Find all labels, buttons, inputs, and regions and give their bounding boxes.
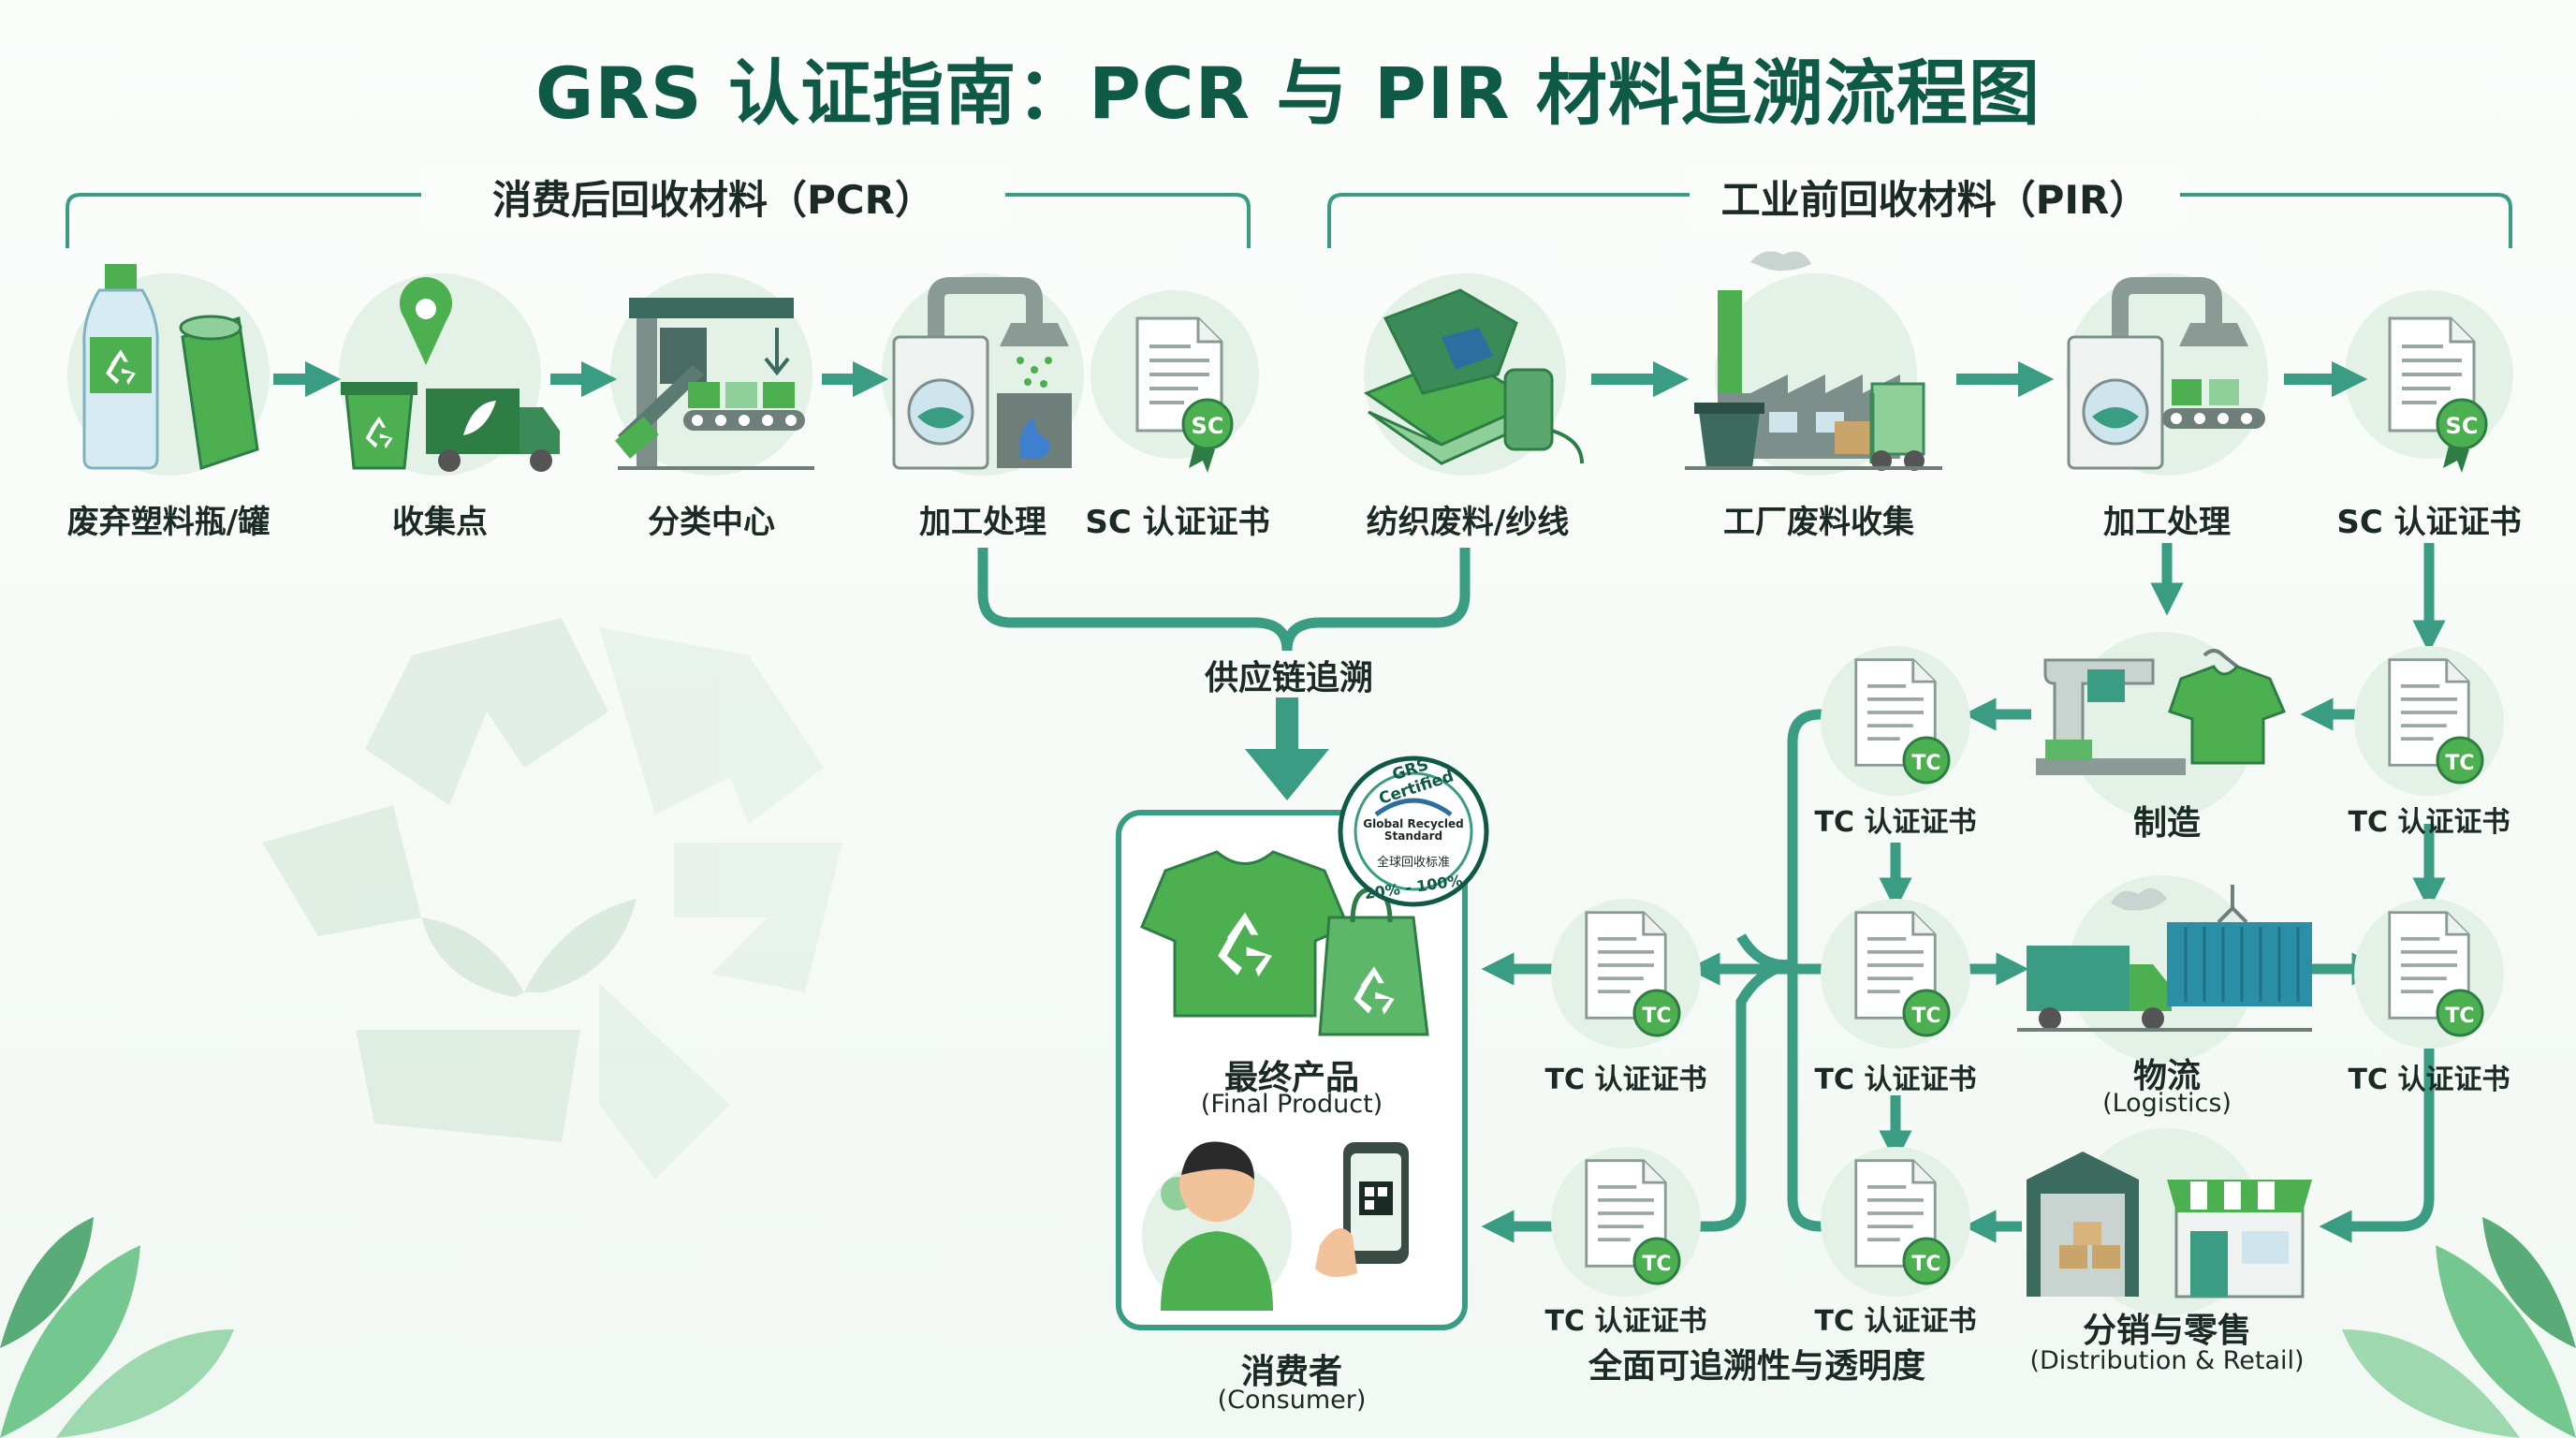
warehouse-store-icon <box>2027 1128 2312 1315</box>
svg-text:TC: TC <box>1642 1005 1671 1028</box>
plastic-bottle-icon <box>67 264 270 476</box>
pir-sc-certificate-icon: SC <box>2345 290 2513 473</box>
tc-cert-manufacturing-right: TC <box>2354 646 2504 796</box>
sewing-machine-icon <box>2036 632 2287 819</box>
pcr-step-collection-label: 收集点 <box>392 504 488 541</box>
tc-cert-manufacturing-left: TC <box>1821 646 1970 796</box>
tc-cert-final-upper: TC <box>1551 899 1701 1049</box>
pcr-step-processing-label: 加工处理 <box>919 504 1046 541</box>
supply-chain-label: 供应链追溯 <box>1204 659 1374 697</box>
pir-processing-icon <box>2066 273 2268 476</box>
logistics-label: 物流 <box>2132 1057 2202 1095</box>
logistics-truck-icon <box>2017 875 2312 1063</box>
logistics-sub: (Logistics) <box>2102 1089 2232 1118</box>
factory-icon <box>1685 251 1942 476</box>
svg-text:TC: TC <box>1911 752 1940 775</box>
distribution-label: 分销与零售 <box>2082 1312 2252 1350</box>
tc-cert-logistics-right: TC <box>2354 899 2504 1049</box>
transparency-label: 全面可追溯性与透明度 <box>1588 1347 1926 1386</box>
leaf-decoration-left-icon <box>0 1217 234 1438</box>
pir-section-label: 工业前回收材料（PIR） <box>1690 169 2180 226</box>
svg-text:TC: TC <box>1642 1253 1671 1276</box>
tc-label-logistics-right: TC 认证证书 <box>2348 1064 2510 1096</box>
grs-certified-badge <box>1338 756 1489 907</box>
pcr-step-sc-label: SC 认证证书 <box>1085 504 1270 541</box>
tc-cert-distribution-left: TC <box>1821 1147 1970 1297</box>
pir-step-factory-label: 工厂废料收集 <box>1723 504 1914 541</box>
svg-text:TC: TC <box>1911 1005 1940 1028</box>
badge-line3: 全球回收标准 <box>1376 856 1450 870</box>
processing-machine-icon <box>882 273 1084 476</box>
recycle-watermark-icon <box>262 618 842 1180</box>
tc-cert-logistics-left: TC <box>1821 899 1970 1049</box>
pcr-section-label: 消费后回收材料（PCR） <box>421 169 1005 226</box>
pcr-step-sorting-label: 分类中心 <box>648 504 775 541</box>
pir-step-sc-label: SC 认证证书 <box>2336 504 2522 541</box>
green-tshirt-icon <box>1140 850 1350 1018</box>
tc-label-logistics-left: TC 认证证书 <box>1814 1064 1977 1096</box>
sc-seal-text: SC <box>1192 413 1224 439</box>
distribution-sub: (Distribution & Retail) <box>2029 1346 2305 1375</box>
badge-line1: Global Recycled <box>1363 817 1464 830</box>
pir-step-textile-label: 纺织废料/纱线 <box>1366 504 1570 541</box>
tc-label-manufacturing-right: TC 认证证书 <box>2348 806 2510 839</box>
tc-label-distribution-left: TC 认证证书 <box>1814 1305 1977 1338</box>
pir-step-processing-label: 加工处理 <box>2103 504 2231 541</box>
textile-waste-icon <box>1363 273 1584 476</box>
final-product-sub: (Final Product) <box>1200 1090 1383 1119</box>
supply-chain-down-arrow <box>1245 697 1329 800</box>
leaf-decoration-right-icon <box>2342 1217 2576 1438</box>
svg-text:TC: TC <box>2445 1005 2474 1028</box>
pcr-step-bottles-label: 废弃塑料瓶/罐 <box>66 504 271 541</box>
supply-chain-merge-lines <box>977 548 1471 652</box>
collection-point-icon <box>339 273 560 476</box>
tc-label-manufacturing-left: TC 认证证书 <box>1814 806 1977 839</box>
manufacturing-label: 制造 <box>2132 804 2202 843</box>
badge-line2: Standard <box>1383 829 1443 843</box>
consumer-label: 消费者 <box>1240 1353 1343 1391</box>
tc-label-final-upper: TC 认证证书 <box>1544 1064 1707 1096</box>
sc-certificate-icon: SC <box>1090 290 1259 473</box>
pir-sc-seal-text: SC <box>2446 413 2479 439</box>
consumer-icon <box>1142 1141 1409 1311</box>
svg-text:TC: TC <box>2445 752 2474 775</box>
final-product-label: 最终产品 <box>1223 1059 1360 1097</box>
sorting-center-icon <box>610 273 814 476</box>
page-title: GRS 认证指南：PCR 与 PIR 材料追溯流程图 <box>535 51 2041 135</box>
tc-certificates: TC TC TC TC TC <box>1551 646 2504 1297</box>
tc-cert-final-lower: TC <box>1551 1147 1701 1297</box>
tc-label-final-lower: TC 认证证书 <box>1544 1305 1707 1338</box>
consumer-sub: (Consumer) <box>1217 1386 1367 1415</box>
svg-text:TC: TC <box>1911 1253 1940 1276</box>
